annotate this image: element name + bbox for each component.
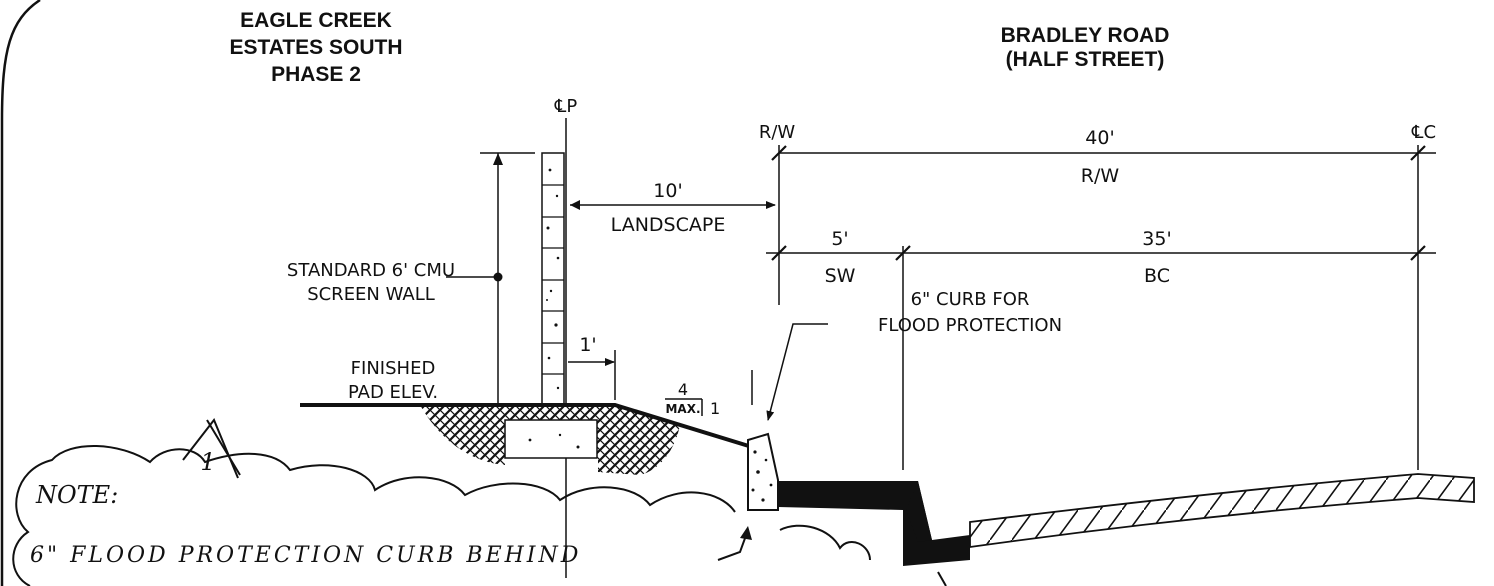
- wall-callout-line1: STANDARD 6' CMU: [287, 260, 455, 281]
- curb-callout-line2: FLOOD PROTECTION: [878, 315, 1062, 336]
- road-title-line1: BRADLEY ROAD: [1001, 24, 1170, 47]
- sidewalk-label: SW: [825, 265, 856, 287]
- cmu-screen-wall: [541, 152, 565, 406]
- sidewalk-slab: [778, 481, 970, 566]
- roadway-pavement: [969, 473, 1475, 549]
- row-width-label: 40': [1085, 127, 1114, 149]
- subdivision-title-line1: EAGLE CREEK: [240, 9, 392, 32]
- note-text: 6" FLOOD PROTECTION CURB BEHIND: [30, 543, 581, 568]
- slope-run-label: 4: [678, 380, 688, 399]
- slope-rise-label: 1: [710, 399, 720, 418]
- centerline-marker: ℄C: [1411, 122, 1436, 143]
- right-of-way-marker: R/W: [759, 122, 796, 143]
- curb-callout-line1: 6" CURB FOR: [911, 289, 1030, 310]
- curb-face-notch: [906, 481, 932, 542]
- landscape-width-label: 10': [653, 180, 682, 202]
- bc-width-label: 35': [1142, 228, 1171, 250]
- pad-callout-line2: PAD ELEV.: [348, 382, 438, 403]
- offset-label: 1': [579, 334, 596, 356]
- subdivision-title-line3: PHASE 2: [271, 63, 361, 86]
- note-heading: NOTE:: [35, 481, 118, 509]
- curb-leader: [766, 323, 828, 421]
- revision-delta: 1: [182, 418, 241, 479]
- sidewalk-width-label: 5': [831, 228, 848, 250]
- subdivision-title-line2: ESTATES SOUTH: [229, 36, 402, 59]
- landscape-label: LANDSCAPE: [611, 214, 726, 236]
- bc-label: BC: [1144, 265, 1170, 287]
- sheet-border-arc: [0, 0, 41, 586]
- wall-callout-line2: SCREEN WALL: [307, 284, 435, 305]
- revision-cloud: [12, 444, 871, 586]
- row-label: R/W: [1081, 165, 1120, 187]
- property-line-marker: ℄P: [554, 96, 578, 117]
- finished-grade-line: [300, 403, 753, 449]
- road-title-line2: (HALF STREET): [1006, 48, 1165, 71]
- pad-callout-line1: FINISHED: [351, 358, 436, 379]
- slope-max-label: MAX.: [665, 402, 700, 416]
- wall-footing: [504, 419, 598, 459]
